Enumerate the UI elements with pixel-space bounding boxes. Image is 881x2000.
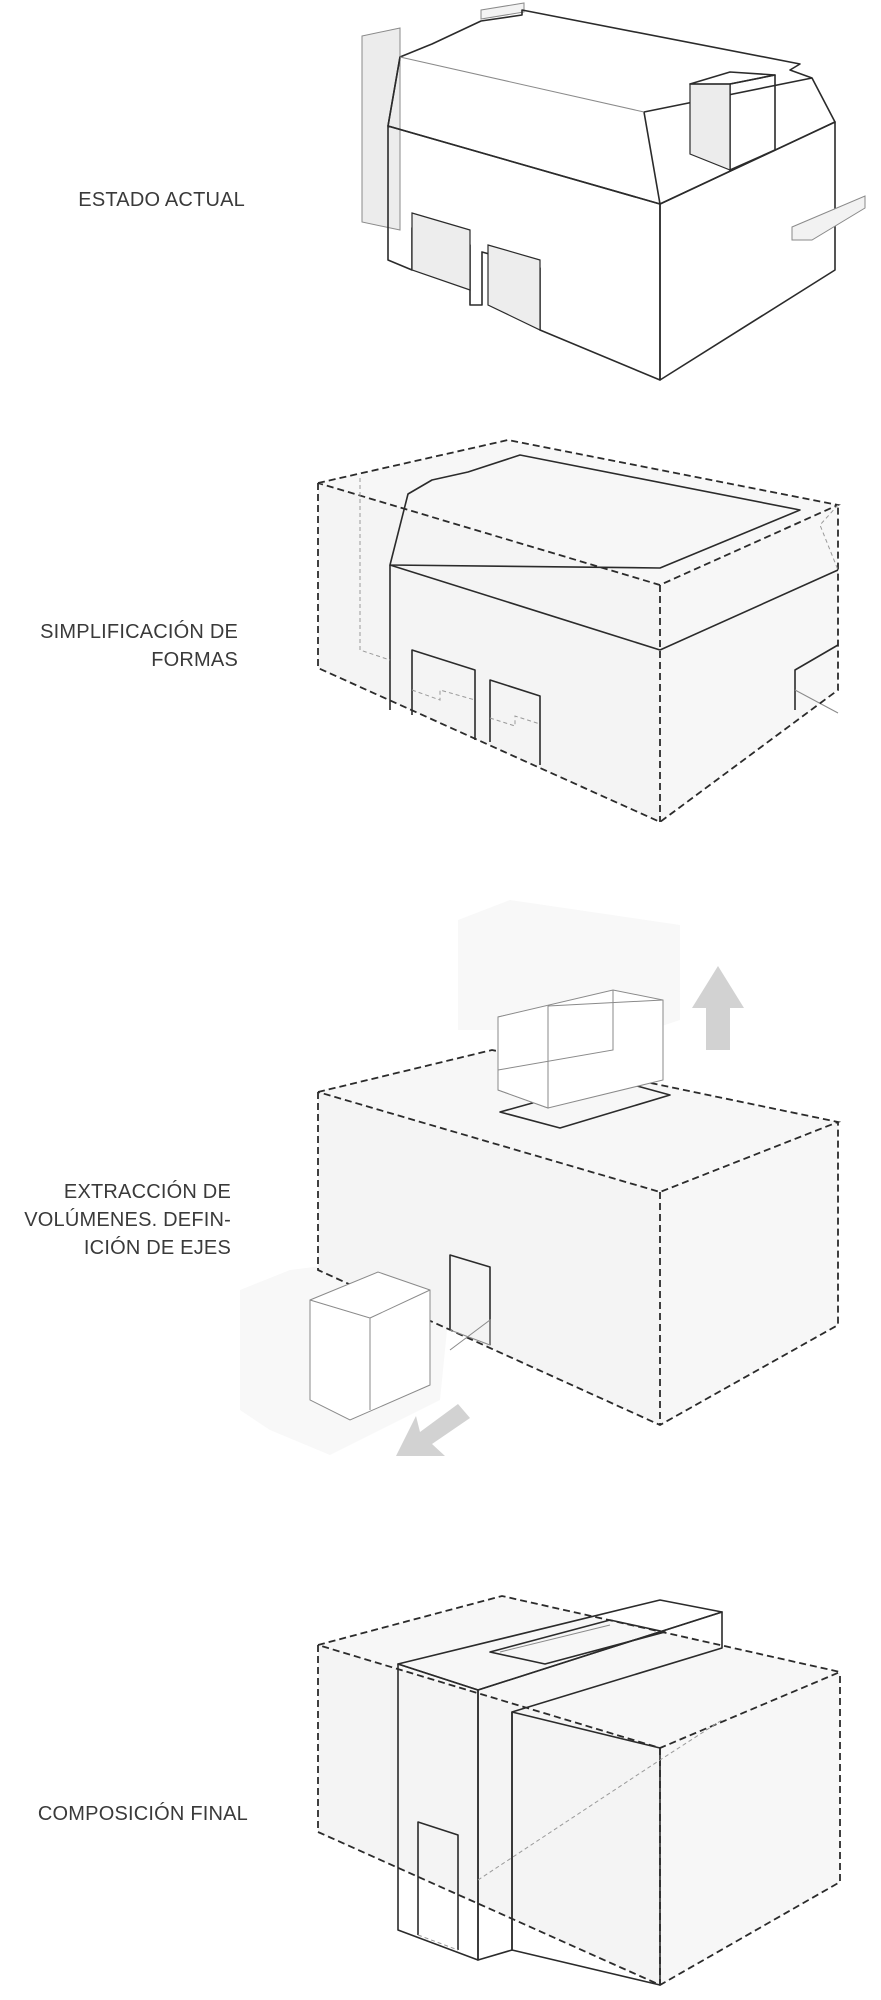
diagram-simplificacion [317, 439, 841, 824]
right-wall [659, 121, 836, 381]
roof [387, 9, 836, 205]
door [449, 1254, 491, 1345]
final-top-face [318, 1596, 840, 1748]
door-2-inner [489, 715, 541, 727]
skylight [489, 1619, 666, 1665]
door-1 [411, 649, 476, 740]
inner-roof-edge [389, 564, 839, 651]
arrow-up-icon [692, 966, 744, 1050]
door-sill [417, 1934, 459, 1951]
diagram-extraccion [240, 900, 842, 1456]
side-ledge [791, 195, 866, 241]
box-sides [317, 483, 839, 824]
door-2 [489, 679, 541, 765]
chimney-side [689, 83, 731, 171]
right-face [660, 505, 838, 822]
door-inner [449, 1319, 491, 1351]
step-2-label-line-1: SIMPLIFICACIÓN DE [40, 621, 238, 643]
box-top-face [318, 1050, 838, 1192]
step-2-label-line-2: FORMAS [151, 649, 238, 671]
step-4-label-line: COMPOSICIÓN FINAL [37, 1803, 248, 1825]
extracted-left-top [369, 1289, 431, 1319]
step-3-label-line-3: ICIÓN DE EJES [83, 1237, 231, 1259]
roof-ridge-back [399, 56, 645, 113]
side-volume [361, 27, 401, 231]
step-1-label: ESTADO ACTUAL [78, 186, 245, 214]
hidden-right [819, 504, 839, 571]
roof-edge [387, 56, 401, 127]
wing-front [511, 1711, 661, 1986]
hidden-axis [477, 1719, 723, 1881]
door [417, 1821, 459, 1950]
door-1-inner [411, 689, 476, 701]
step-3-label-line-1: EXTRACCIÓN DE [63, 1181, 231, 1203]
hidden-left [359, 478, 391, 661]
diagram-estado-actual [361, 2, 866, 381]
skylight-inner [499, 1624, 611, 1653]
step-3-label-line-2: VOLÚMENES. DEFIN- [24, 1209, 231, 1231]
arrow-down-left-icon [396, 1404, 470, 1456]
side-window-diag [794, 689, 839, 714]
extracted-top-back [497, 990, 614, 1071]
diagram-composicion-final [317, 1595, 843, 1987]
recess-2 [487, 244, 541, 331]
step-4-label: COMPOSICIÓN FINAL [38, 1800, 248, 1828]
extracted-top-edge [547, 999, 664, 1007]
side-window [794, 644, 839, 710]
step-1-label-line: ESTADO ACTUAL [78, 189, 245, 211]
inner-roof [389, 454, 801, 569]
final-top-outline [317, 1595, 843, 1749]
roof-back-strip [480, 2, 525, 20]
recess-1 [411, 212, 471, 291]
step-2-label: SIMPLIFICACIÓN DE FORMAS [40, 618, 238, 674]
step-3-label: EXTRACCIÓN DE VOLÚMENES. DEFIN- ICIÓN DE… [24, 1178, 231, 1262]
box-front-face [318, 1092, 660, 1425]
final-front-face [318, 1645, 660, 1985]
chimney-top [689, 71, 776, 85]
